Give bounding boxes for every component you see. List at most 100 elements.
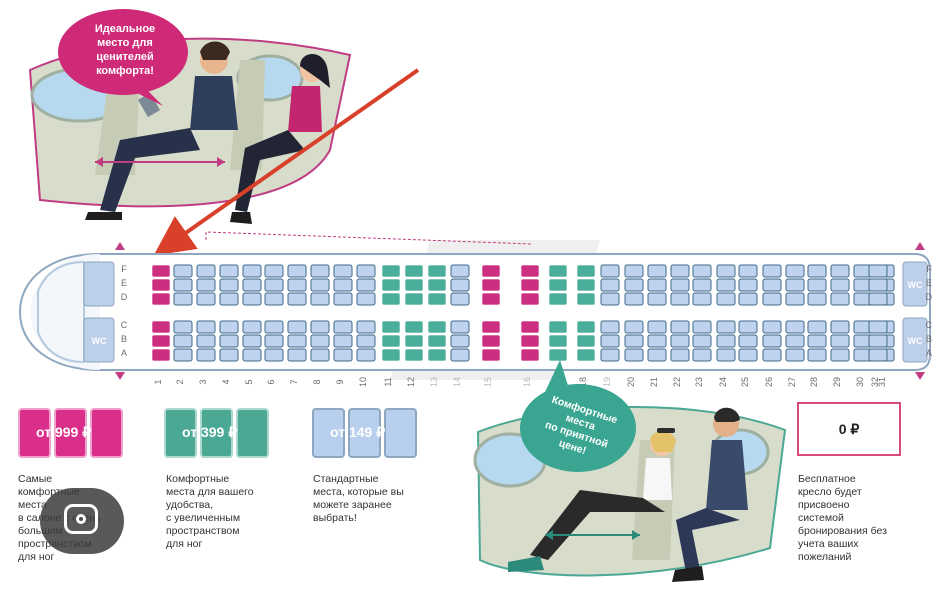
seat-row-23[interactable] — [692, 264, 712, 362]
seat-24-E[interactable] — [716, 278, 736, 292]
seat-7-B[interactable] — [287, 334, 307, 348]
seat-21-D[interactable] — [647, 292, 667, 306]
seat-17-D[interactable] — [548, 292, 568, 306]
seat-8-E[interactable] — [310, 278, 330, 292]
seat-10-B[interactable] — [356, 334, 376, 348]
seat-1-E[interactable] — [151, 278, 171, 292]
seat-3-C[interactable] — [196, 320, 216, 334]
seat-10-D[interactable] — [356, 292, 376, 306]
seat-22-E[interactable] — [670, 278, 690, 292]
seat-3-D[interactable] — [196, 292, 216, 306]
seat-row-22[interactable] — [670, 264, 690, 362]
seat-19-D[interactable] — [600, 292, 620, 306]
seat-13-D[interactable] — [427, 292, 447, 306]
seat-6-D[interactable] — [264, 292, 284, 306]
seat-row-24[interactable] — [716, 264, 736, 362]
seat-25-A[interactable] — [738, 348, 758, 362]
seat-row-27[interactable] — [785, 264, 805, 362]
seat-20-B[interactable] — [624, 334, 644, 348]
seat-row-15[interactable] — [481, 264, 501, 362]
seat-19-B[interactable] — [600, 334, 620, 348]
seat-26-A[interactable] — [762, 348, 782, 362]
seat-13-E[interactable] — [427, 278, 447, 292]
seat-24-A[interactable] — [716, 348, 736, 362]
seat-22-D[interactable] — [670, 292, 690, 306]
seat-row-7[interactable] — [287, 264, 307, 362]
seat-21-C[interactable] — [647, 320, 667, 334]
seat-11-A[interactable] — [381, 348, 401, 362]
seat-row-20[interactable] — [624, 264, 644, 362]
seat-14-A[interactable] — [450, 348, 470, 362]
seat-row-17[interactable] — [548, 264, 568, 362]
seat-4-B[interactable] — [219, 334, 239, 348]
seat-row-25[interactable] — [738, 264, 758, 362]
seat-17-F[interactable] — [548, 264, 568, 278]
seat-19-F[interactable] — [600, 264, 620, 278]
seat-9-B[interactable] — [333, 334, 353, 348]
seat-1-B[interactable] — [151, 334, 171, 348]
seat-28-D[interactable] — [807, 292, 827, 306]
seat-2-D[interactable] — [173, 292, 193, 306]
seat-29-A[interactable] — [830, 348, 850, 362]
seat-22-C[interactable] — [670, 320, 690, 334]
seat-5-E[interactable] — [242, 278, 262, 292]
seat-19-C[interactable] — [600, 320, 620, 334]
seat-row-18[interactable] — [576, 264, 596, 362]
seat-11-C[interactable] — [381, 320, 401, 334]
seat-4-F[interactable] — [219, 264, 239, 278]
seat-25-E[interactable] — [738, 278, 758, 292]
seat-18-E[interactable] — [576, 278, 596, 292]
seat-14-B[interactable] — [450, 334, 470, 348]
seat-23-D[interactable] — [692, 292, 712, 306]
seat-8-B[interactable] — [310, 334, 330, 348]
seat-25-C[interactable] — [738, 320, 758, 334]
seat-29-E[interactable] — [830, 278, 850, 292]
seat-4-D[interactable] — [219, 292, 239, 306]
seat-26-D[interactable] — [762, 292, 782, 306]
seat-3-B[interactable] — [196, 334, 216, 348]
seat-14-D[interactable] — [450, 292, 470, 306]
seat-7-F[interactable] — [287, 264, 307, 278]
seat-9-D[interactable] — [333, 292, 353, 306]
seat-32-A[interactable] — [868, 348, 888, 362]
seat-row-5[interactable] — [242, 264, 262, 362]
seat-row-19[interactable] — [600, 264, 620, 362]
seat-9-C[interactable] — [333, 320, 353, 334]
seat-4-C[interactable] — [219, 320, 239, 334]
seat-24-B[interactable] — [716, 334, 736, 348]
seat-27-C[interactable] — [785, 320, 805, 334]
seat-9-F[interactable] — [333, 264, 353, 278]
seat-row-8[interactable] — [310, 264, 330, 362]
seat-28-A[interactable] — [807, 348, 827, 362]
seat-12-B[interactable] — [404, 334, 424, 348]
seat-row-21[interactable] — [647, 264, 667, 362]
seat-15-D[interactable] — [481, 292, 501, 306]
seat-29-C[interactable] — [830, 320, 850, 334]
seat-6-A[interactable] — [264, 348, 284, 362]
seat-2-C[interactable] — [173, 320, 193, 334]
seat-20-D[interactable] — [624, 292, 644, 306]
image-search-overlay-icon[interactable] — [40, 488, 124, 554]
seat-row-28[interactable] — [807, 264, 827, 362]
seat-27-A[interactable] — [785, 348, 805, 362]
seat-row-12[interactable] — [404, 264, 424, 362]
seat-8-D[interactable] — [310, 292, 330, 306]
seat-5-A[interactable] — [242, 348, 262, 362]
seat-17-E[interactable] — [548, 278, 568, 292]
seat-row-11[interactable] — [381, 264, 401, 362]
seat-15-F[interactable] — [481, 264, 501, 278]
seat-32-D[interactable] — [868, 292, 888, 306]
seat-row-13[interactable] — [427, 264, 447, 362]
seat-27-D[interactable] — [785, 292, 805, 306]
seat-7-C[interactable] — [287, 320, 307, 334]
seat-12-D[interactable] — [404, 292, 424, 306]
seat-2-B[interactable] — [173, 334, 193, 348]
seat-13-B[interactable] — [427, 334, 447, 348]
seat-4-E[interactable] — [219, 278, 239, 292]
seat-18-C[interactable] — [576, 320, 596, 334]
seat-10-F[interactable] — [356, 264, 376, 278]
seat-22-A[interactable] — [670, 348, 690, 362]
seat-5-D[interactable] — [242, 292, 262, 306]
seat-6-B[interactable] — [264, 334, 284, 348]
seat-15-A[interactable] — [481, 348, 501, 362]
